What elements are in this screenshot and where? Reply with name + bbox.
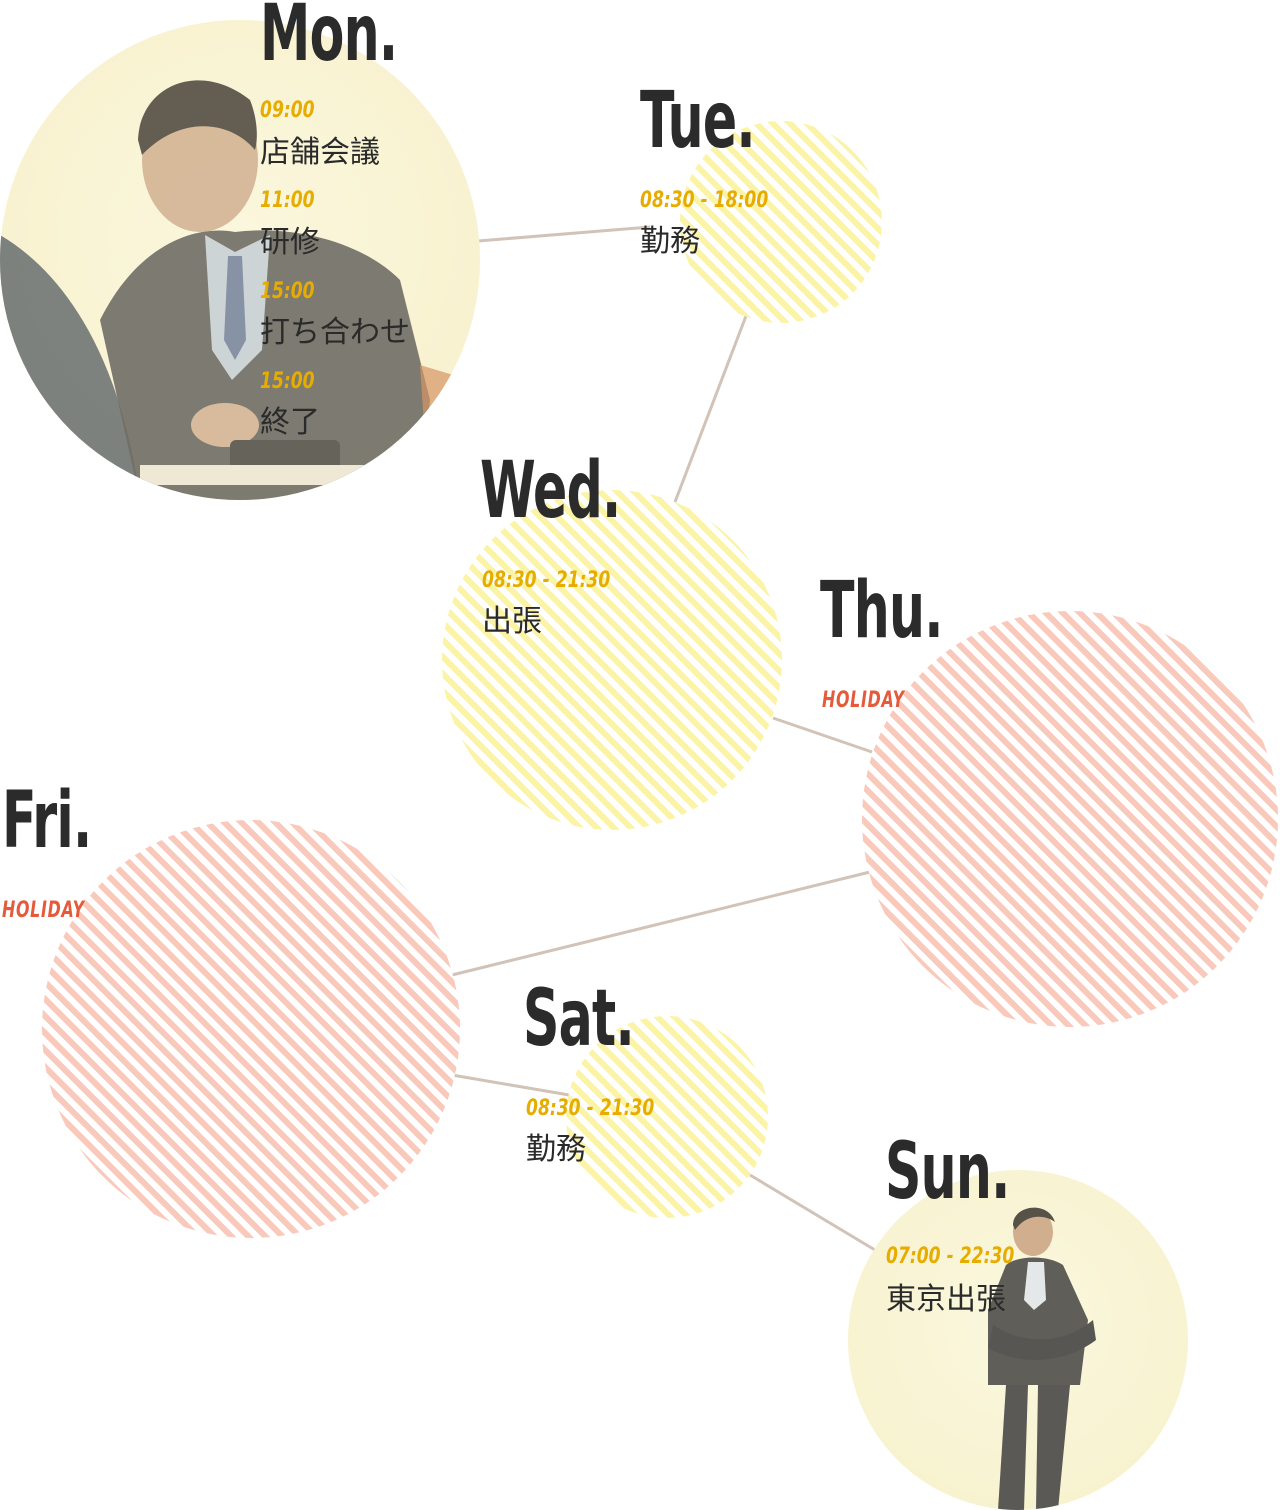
mon-task-3: 打ち合わせ xyxy=(260,315,410,350)
day-label-tue: Tue. xyxy=(640,76,756,166)
businessman-standing-photo xyxy=(848,1170,1188,1510)
fri-holiday-label: HOLIDAY xyxy=(2,898,85,923)
sun-task: 東京出張 xyxy=(886,1282,1006,1317)
day-label-mon: Mon. xyxy=(260,0,398,79)
sat-task: 勤務 xyxy=(526,1132,586,1167)
sat-time: 08:30 - 21:30 xyxy=(526,1096,655,1121)
tue-time: 08:30 - 18:00 xyxy=(640,188,769,213)
connector-fri-sat xyxy=(451,1073,576,1098)
day-label-fri: Fri. xyxy=(2,776,92,866)
sun-photo-circle xyxy=(848,1170,1188,1510)
thu-holiday-label: HOLIDAY xyxy=(822,688,905,713)
day-label-sun: Sun. xyxy=(885,1127,1010,1217)
day-label-sat: Sat. xyxy=(523,974,635,1064)
day-label-wed: Wed. xyxy=(480,446,621,536)
tue-task: 勤務 xyxy=(640,224,700,259)
wed-time: 08:30 - 21:30 xyxy=(482,568,611,593)
mon-task-4: 終了 xyxy=(260,405,320,440)
connector-sat-sun xyxy=(749,1173,881,1255)
day-label-thu: Thu. xyxy=(820,566,943,656)
mon-time-1: 09:00 xyxy=(260,98,315,123)
sat-circle xyxy=(566,1016,768,1218)
connector-thu-fri xyxy=(451,870,871,977)
mon-time-2: 11:00 xyxy=(260,188,315,213)
connector-wed-thu xyxy=(772,716,873,754)
fri-circle xyxy=(42,820,460,1238)
sun-time: 07:00 - 22:30 xyxy=(886,1244,1015,1269)
connector-tue-wed xyxy=(673,315,748,503)
mon-task-2: 研修 xyxy=(260,225,320,260)
mon-time-3: 15:00 xyxy=(260,279,315,304)
mon-task-1: 店舗会議 xyxy=(260,135,380,170)
thu-circle xyxy=(862,611,1278,1027)
connector-mon-tue xyxy=(477,225,651,243)
mon-photo-circle xyxy=(0,20,480,500)
tue-circle xyxy=(680,121,882,323)
wed-circle xyxy=(442,490,782,830)
mon-time-4: 15:00 xyxy=(260,369,315,394)
businessman-meeting-photo xyxy=(0,20,480,500)
wed-task: 出張 xyxy=(482,604,542,639)
